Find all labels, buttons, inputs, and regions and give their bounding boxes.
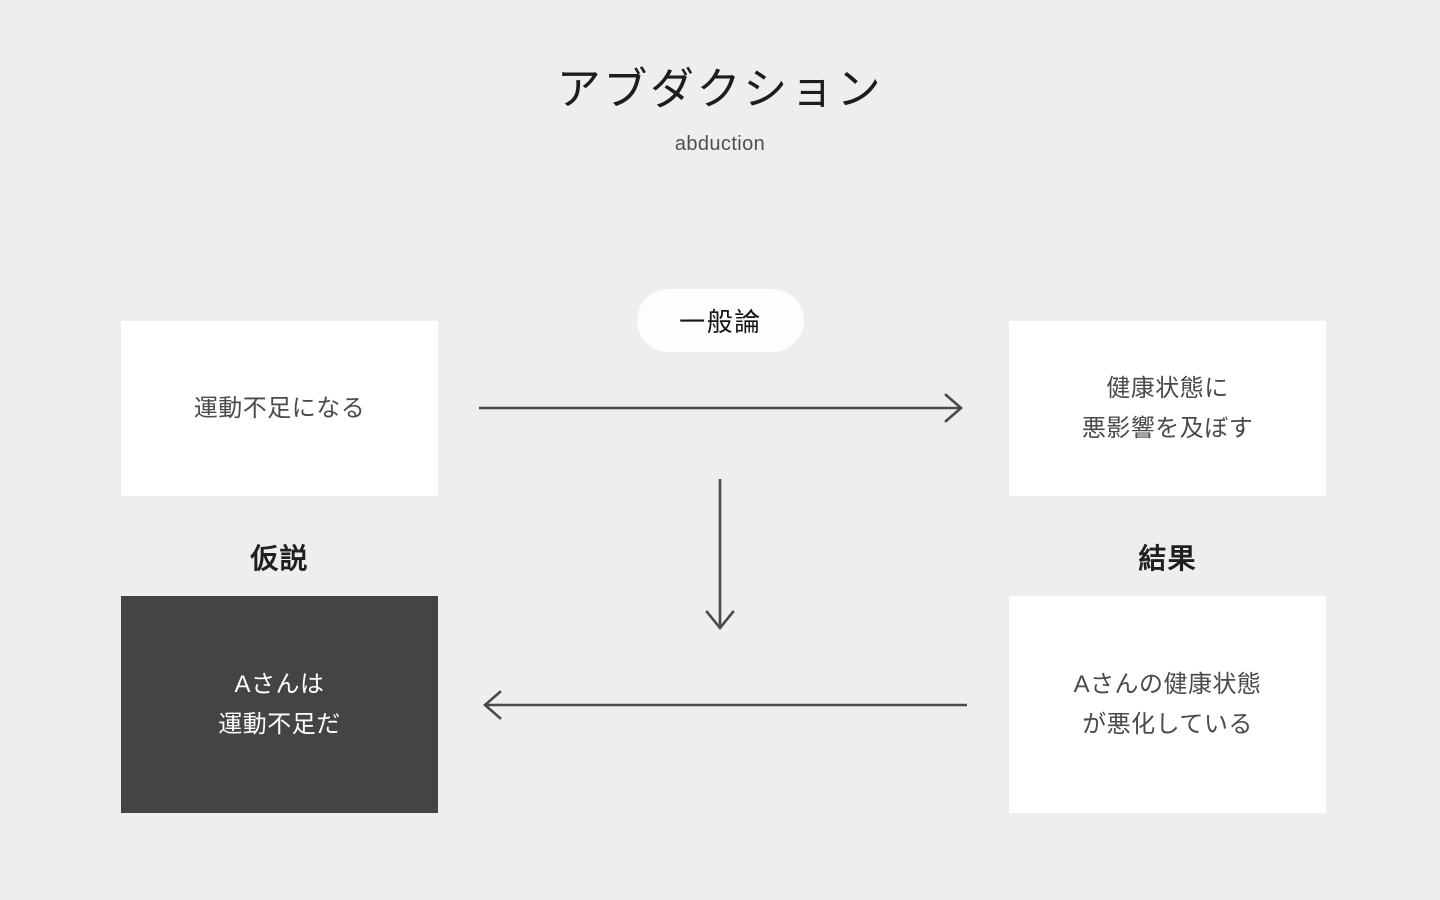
arrow-left-icon xyxy=(478,685,968,725)
box-generalization: 健康状態に 悪影響を及ぼす xyxy=(1009,321,1326,496)
box-premise-text: 運動不足になる xyxy=(193,394,366,422)
box-result-text: Aさんの健康状態 が悪化している xyxy=(1074,665,1262,744)
arrow-right-icon xyxy=(478,388,968,428)
box-hypothesis: Aさんは 運動不足だ xyxy=(121,596,438,813)
box-generalization-line2: 悪影響を及ぼす xyxy=(1081,414,1254,442)
box-result-line2: が悪化している xyxy=(1082,710,1253,738)
box-result: Aさんの健康状態 が悪化している xyxy=(1009,596,1326,813)
box-generalization-text: 健康状態に 悪影響を及ぼす xyxy=(1082,369,1253,448)
box-premise: 運動不足になる xyxy=(121,321,438,496)
box-hypothesis-line2: 運動不足だ xyxy=(218,710,341,738)
box-hypothesis-line1: Aさんは xyxy=(234,670,325,698)
box-generalization-line1: 健康状態に xyxy=(1106,374,1229,402)
page-subtitle: abduction xyxy=(674,133,766,155)
box-hypothesis-text: Aさんは 運動不足だ xyxy=(218,665,340,744)
page-title: アブダクション xyxy=(556,65,884,114)
badge-general-theory-label: 一般論 xyxy=(679,307,762,337)
badge-general-theory: 一般論 xyxy=(637,289,804,352)
section-label-hypothesis: 仮説 xyxy=(250,543,309,574)
arrow-down-icon xyxy=(700,478,740,633)
box-result-line1: Aさんの健康状態 xyxy=(1073,670,1262,698)
section-label-result: 結果 xyxy=(1138,543,1197,574)
